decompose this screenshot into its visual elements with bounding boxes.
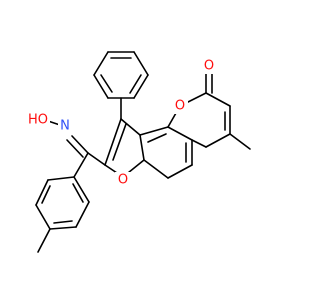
bond (72, 183, 84, 203)
benzo-ring (139, 126, 193, 179)
bond (143, 159, 169, 179)
bond (205, 133, 231, 148)
bond (47, 176, 75, 181)
oxime-hydroxyl-label: HO (28, 113, 48, 128)
bond (112, 123, 127, 161)
bond (53, 220, 73, 224)
bond (133, 74, 149, 99)
bond (73, 176, 90, 203)
bond (104, 118, 122, 166)
bond (35, 204, 51, 230)
bond (139, 126, 169, 136)
atom-label-furan-oxygen: O (115, 172, 131, 188)
furan-ring (104, 118, 145, 178)
atom-label-pyranone-oxygen: O (172, 98, 188, 114)
bond (71, 135, 89, 154)
bond (93, 74, 109, 99)
bond (205, 92, 231, 107)
atom-label-carbonyl-oxygen: O (201, 58, 217, 74)
pyranone-ring (167, 71, 231, 148)
bond (167, 164, 193, 179)
bond (133, 51, 149, 76)
oxime-group (44, 119, 106, 166)
bond (129, 74, 142, 94)
bond (93, 51, 109, 76)
bond (87, 152, 106, 166)
tolyl-ring (35, 152, 90, 230)
carbonyl-oxygen-label: O (204, 59, 214, 74)
bond (167, 126, 193, 141)
bond (49, 226, 77, 230)
atom-label-oxime-hydroxyl: HO (26, 112, 50, 128)
bond (37, 228, 51, 253)
atom-label-oxime-nitrogen: N (58, 118, 72, 134)
bond (41, 185, 51, 204)
bond (73, 152, 89, 178)
pyranone-oxygen-label: O (175, 99, 185, 114)
bond (66, 139, 84, 158)
furan-oxygen-label: O (118, 173, 128, 188)
bond (100, 74, 113, 93)
molecule-structure: HO N O O O (26, 51, 251, 253)
bond (120, 118, 141, 136)
phenyl-ring (93, 51, 149, 99)
bond (75, 201, 90, 228)
bond (147, 133, 167, 143)
bond (229, 133, 251, 150)
bond (139, 134, 145, 161)
bond (35, 179, 49, 206)
bond (191, 139, 207, 148)
oxime-nitrogen-label: N (60, 119, 70, 134)
